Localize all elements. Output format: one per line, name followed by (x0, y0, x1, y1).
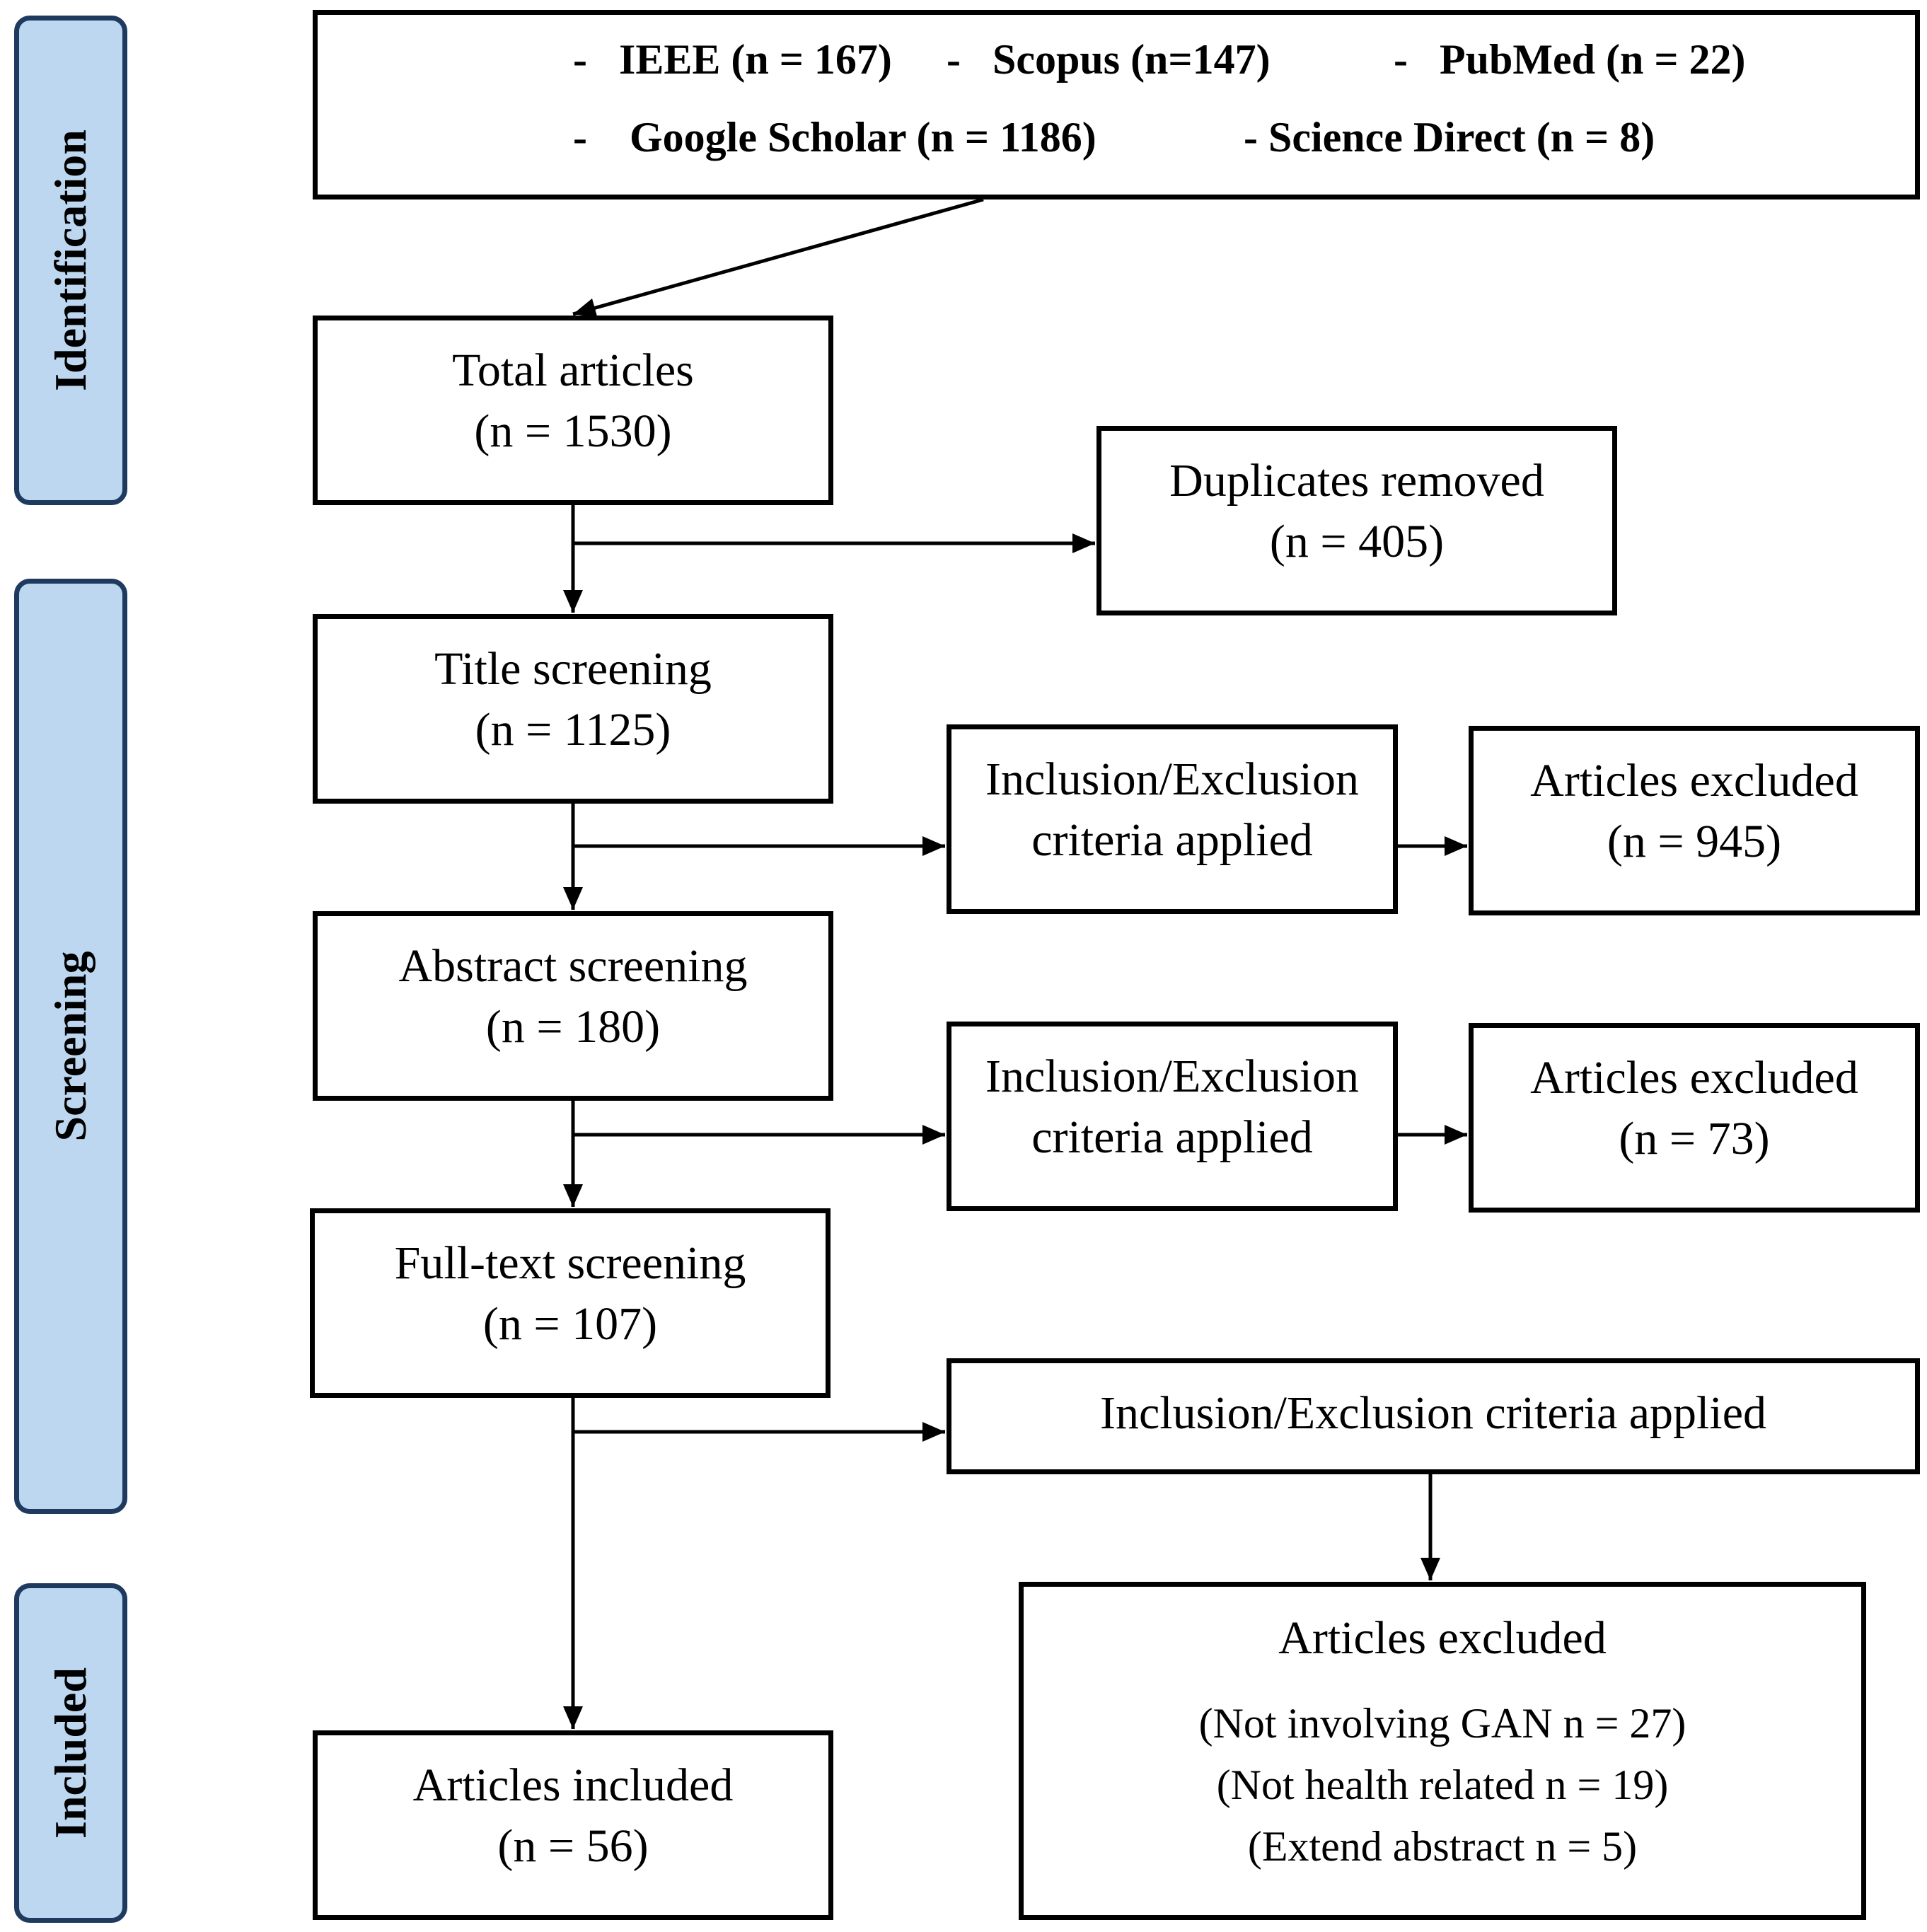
exclusion-reason: (Extend abstract n = 5) (1247, 1823, 1638, 1870)
fulltext-screening-count: (n = 107) (482, 1298, 658, 1350)
source-label: Science Direct (n = 8) (1268, 114, 1655, 161)
articles-excluded-box-3: Articles excluded (Not involving GAN n =… (1019, 1582, 1866, 1920)
source-label: IEEE (n = 167) (618, 36, 892, 83)
criteria-box-3: Inclusion/Exclusion criteria applied (947, 1358, 1920, 1474)
source-dash: - (573, 114, 587, 161)
source-pubmed: - PubMed (n = 22) (1394, 35, 1746, 84)
articles-excluded-1-title: Articles excluded (1530, 755, 1858, 806)
source-scopus: - Scopus (n=147) (947, 35, 1271, 84)
arrow-sources-to-total (572, 197, 984, 318)
exclusion-reason: (Not health related n = 19) (1216, 1762, 1669, 1808)
source-label: Scopus (n=147) (992, 36, 1271, 83)
source-dash: - (1394, 36, 1408, 83)
source-google-scholar: - Google Scholar (n = 1186) (573, 113, 1096, 162)
duplicates-removed-box: Duplicates removed (n = 405) (1096, 426, 1617, 615)
sources-box (313, 10, 1920, 199)
fulltext-screening-box: Full-text screening (n = 107) (310, 1208, 831, 1398)
articles-excluded-box-1: Articles excluded (n = 945) (1469, 726, 1920, 915)
source-ieee: - IEEE (n = 167) (573, 35, 892, 84)
articles-excluded-2-title: Articles excluded (1530, 1052, 1858, 1104)
abstract-screening-title: Abstract screening (398, 940, 748, 992)
abstract-screening-box: Abstract screening (n = 180) (313, 911, 833, 1101)
articles-excluded-1-count: (n = 945) (1607, 816, 1782, 867)
articles-excluded-2-count: (n = 73) (1619, 1113, 1770, 1164)
source-dash: - (947, 36, 961, 83)
total-articles-box: Total articles (n = 1530) (313, 316, 833, 505)
source-dash: - (573, 36, 587, 83)
fulltext-screening-title: Full-text screening (394, 1237, 746, 1289)
phase-included: Included (14, 1583, 127, 1923)
articles-included-title: Articles included (412, 1759, 734, 1811)
exclusion-reason: (Not involving GAN n = 27) (1198, 1700, 1686, 1747)
criteria-box-2: Inclusion/Exclusion criteria applied (947, 1022, 1398, 1211)
criteria-3-title: Inclusion/Exclusion criteria applied (1099, 1387, 1767, 1439)
articles-included-box: Articles included (n = 56) (313, 1730, 833, 1920)
abstract-screening-count: (n = 180) (485, 1001, 661, 1053)
phase-identification: Identification (14, 16, 127, 505)
articles-excluded-box-2: Articles excluded (n = 73) (1469, 1023, 1920, 1213)
title-screening-count: (n = 1125) (475, 704, 671, 756)
duplicates-removed-count: (n = 405) (1269, 516, 1445, 567)
total-articles-title: Total articles (452, 345, 694, 396)
source-science-direct: - Science Direct (n = 8) (1244, 113, 1655, 162)
source-label: PubMed (n = 22) (1439, 36, 1746, 83)
articles-included-count: (n = 56) (497, 1820, 649, 1872)
total-articles-count: (n = 1530) (474, 405, 672, 457)
source-label: Google Scholar (n = 1186) (629, 114, 1096, 161)
criteria-box-1: Inclusion/Exclusion criteria applied (947, 724, 1398, 914)
duplicates-removed-title: Duplicates removed (1169, 455, 1544, 507)
title-screening-box: Title screening (n = 1125) (313, 614, 833, 804)
criteria-2-line1: Inclusion/Exclusion (985, 1051, 1359, 1102)
criteria-2-line2: criteria applied (1031, 1111, 1313, 1163)
phase-screening: Screening (14, 579, 127, 1514)
criteria-1-line2: criteria applied (1031, 814, 1313, 866)
articles-excluded-3-title: Articles excluded (1278, 1612, 1607, 1664)
source-dash: - (1244, 114, 1258, 161)
title-screening-title: Title screening (434, 643, 712, 695)
criteria-1-line1: Inclusion/Exclusion (985, 753, 1359, 805)
